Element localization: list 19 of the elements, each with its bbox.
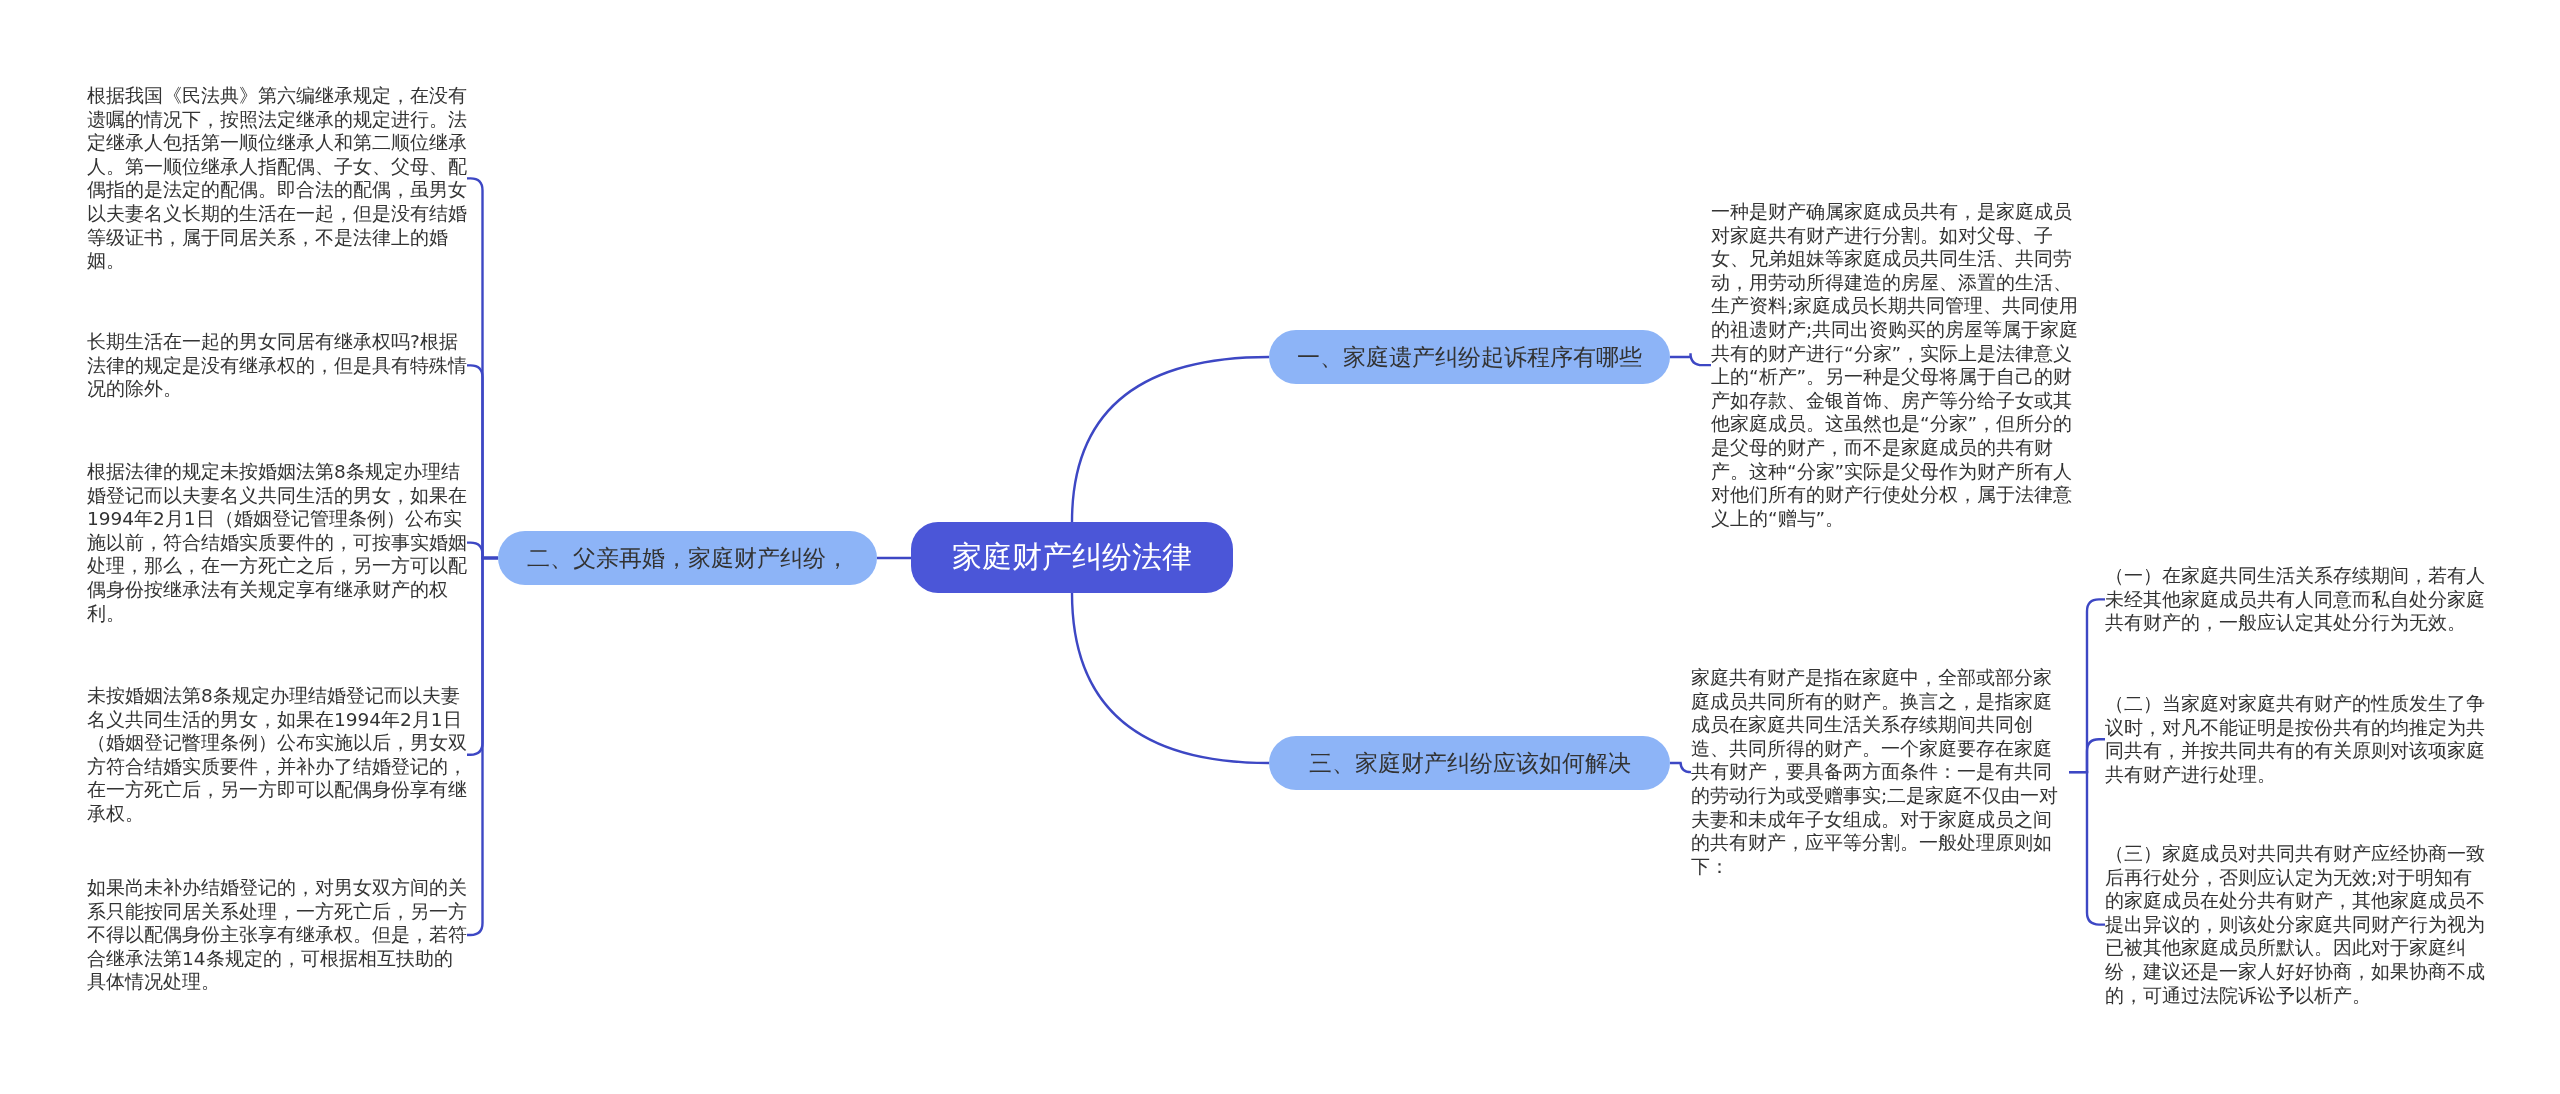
branch-box: 三、家庭财产纠纷应该如何解决 [1269, 736, 1670, 790]
connector-line [1670, 351, 1711, 367]
connector-line [877, 556, 911, 560]
note-text: （一）在家庭共同生活关系存续期间，若有人未经其他家庭成员共有人同意而私自处分家庭共有财产的，一般应认定其处分行为无效。 [2105, 564, 2485, 635]
note-text: 如果尚未补办结婚登记的，对男女双方间的关系只能按同居关系处理，一方死亡后，另一方不得以配偶身份主张享有继承权。但是，若符合继承法第14条规定的，可根据相互扶助的具体情况处理。 [87, 876, 467, 994]
connector-line [1070, 592, 1270, 765]
note-text: 家庭共有财产是指在家庭中，全部或部分家庭成员共同所有的财产。换言之，是指家庭成员在家庭共同生活关系存续期间共同创造、共同所得的财产。一个家庭要存在家庭共有财产，要具备两方面条件：一是有共同的劳动行为或受赠事实;二是家庭不仅由一对夫妻和未成年子女组成。对于家庭成员之间的共有财产，应平等分割。一般处理原则如下： [1691, 666, 2069, 879]
note-text: 根据法律的规定未按婚姻法第8条规定办理结婚登记而以夫妻名义共同生活的男女，如果在1994年2月1日（婚姻登记管理条例）公布实施以前，符合结婚实质要件的，可按事实婚姻处理，那么，在一方死亡之后，另一方可以配偶身份按继承法有关规定享有继承财产的权利。 [87, 460, 467, 626]
connector-line [1670, 760, 1693, 774]
note-text: （三）家庭成员对共同共有财产应经协商一致后再行处分，否则应认定为无效;对于明知有的家庭成员在处分共有财产，其他家庭成员不提出异议的，则该处分家庭共同财产行为视为已被其他家庭成员所默认。因此对于家庭纠纷，建议还是一家人好好协商，如果协商不成的，可通过法院诉讼予以析产。 [2105, 842, 2485, 1008]
note-text: 长期生活在一起的男女同居有继承权吗?根据法律的规定是没有继承权的，但是具有特殊情况的除外。 [87, 330, 467, 401]
note-text: 一种是财产确属家庭成员共有，是家庭成员对家庭共有财产进行分割。如对父母、子女、兄弟姐妹等家庭成员共同生活、共同劳动，用劳动所得建造的房屋、添置的生活、生产资料;家庭成员长期共同管理、共同使用的祖遗财产;共同出资购买的房屋等属于家庭共有的财产进行“分家”，实际上是法律意义上的“析产”。另一种是父母将属于自己的财产如存款、金银首饰、房产等分给子女或其他家庭成员。这虽然也是“分家”，但所分的是父母的财产，而不是家庭成员的共有财产。这种“分家”实际是父母作为财产所有人对他们所有的财产行使处分权，属于法律意义上的“赠与”。 [1711, 200, 2089, 531]
note-text: （二）当家庭对家庭共有财产的性质发生了争议时，对凡不能证明是按份共有的均推定为共同共有，并按共同共有的有关原则对该项家庭共有财产进行处理。 [2105, 692, 2485, 787]
note-text: 根据我国《民法典》第六编继承规定，在没有遗嘱的情况下，按照法定继承的规定进行。法定继承人包括第一顺位继承人和第二顺位继承人。第一顺位继承人指配偶、子女、父母、配偶指的是法定的配偶。即合法的配偶，虽男女以夫妻名义长期的生活在一起，但是没有结婚等级证书，属于同居关系，不是法律上的婚姻。 [87, 84, 467, 273]
branch-box: 一、家庭遗产纠纷起诉程序有哪些 [1269, 330, 1670, 384]
note-text: 未按婚姻法第8条规定办理结婚登记而以夫妻名义共同生活的男女，如果在1994年2月1日（婚姻登记瞥理条例）公布实施以后，男女双方符合结婚实质要件，并补办了结婚登记的，在一方死亡后，另一方即可以配偶身份享有继承权。 [87, 684, 467, 826]
topic-box: 家庭财产纠纷法律 [911, 522, 1233, 593]
connector-line [1070, 355, 1270, 523]
branch-box: 二、父亲再婚，家庭财产纠纷， [498, 531, 877, 585]
